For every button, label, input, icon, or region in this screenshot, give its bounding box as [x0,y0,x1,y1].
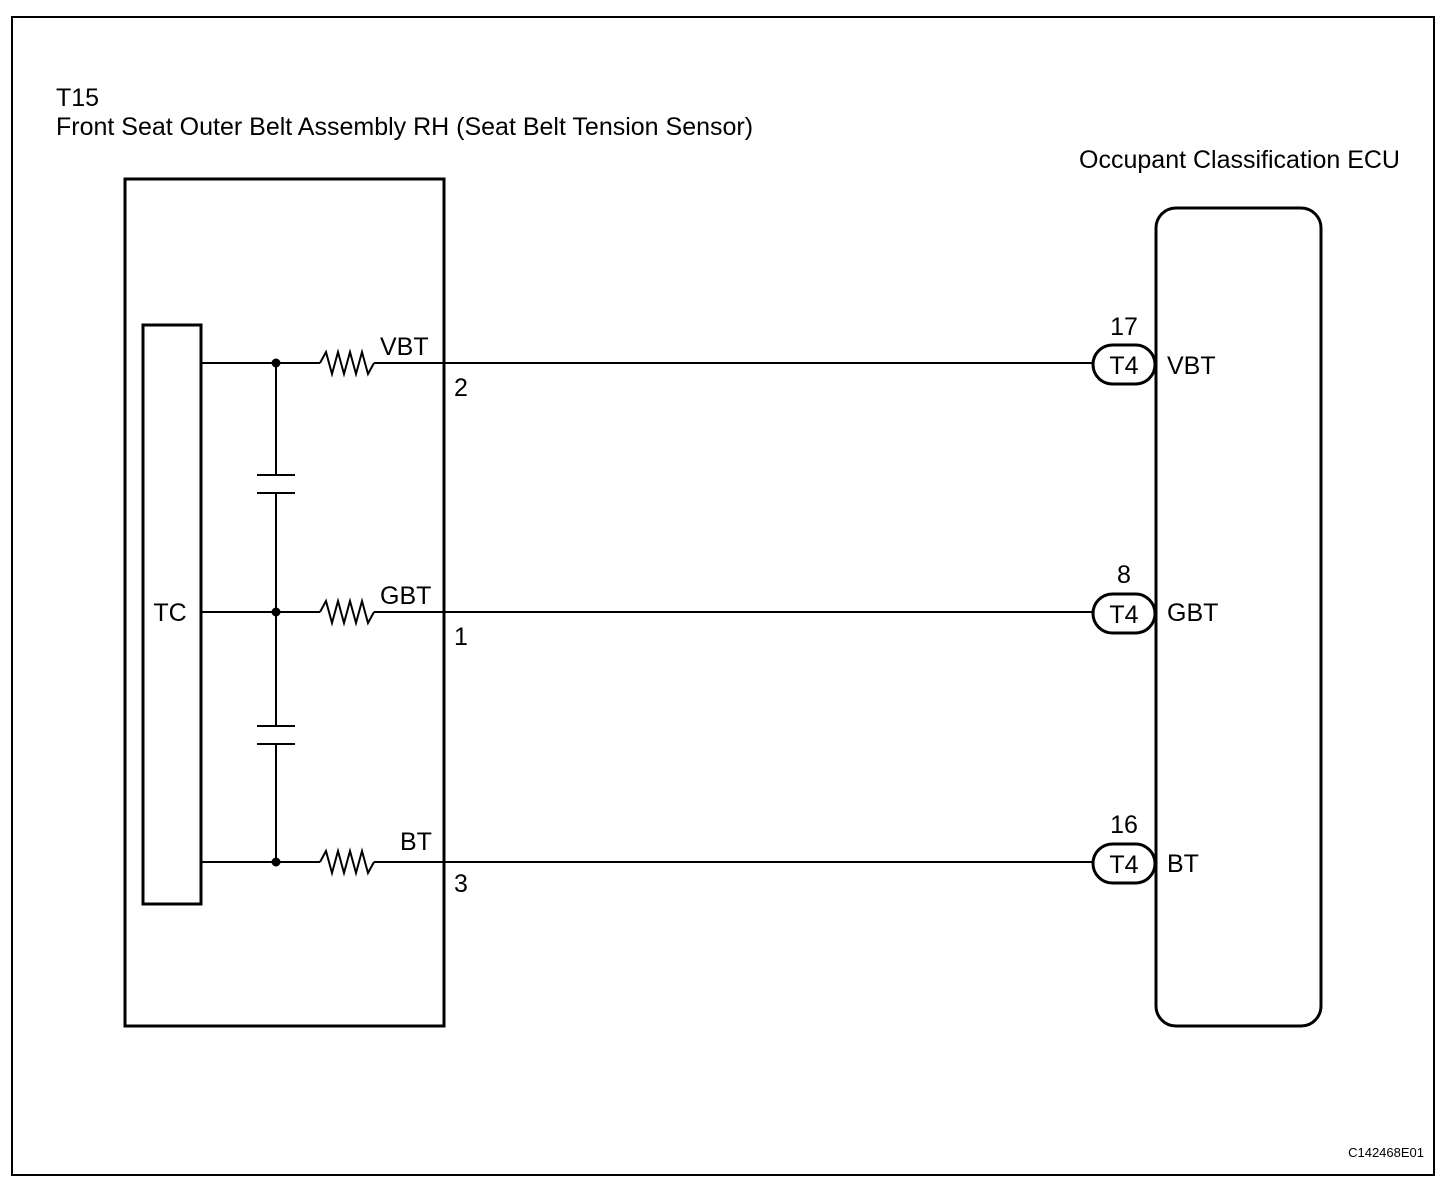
signal-label: BT [400,828,432,856]
ecu-signal-label: VBT [1167,352,1216,380]
circuit-vbt: VBT 2 T4 17 VBT [201,313,1216,402]
ecu-signal-label: BT [1167,850,1199,878]
ecu-connector-pill [1091,343,1157,386]
ecu-pin-number: 17 [1110,313,1138,341]
resistor [319,348,375,378]
sensor-pin-number: 1 [454,623,468,651]
circuit-gbt: GBT 1 T4 8 GBT [201,561,1218,651]
ecu-connector-pill [1091,842,1157,885]
ecu-pin-number: 16 [1110,811,1138,839]
sensor-box [123,177,446,1028]
signal-label: GBT [380,582,431,610]
ecu-connector-code: T4 [1109,352,1138,380]
signal-label: VBT [380,333,429,361]
resistor [319,847,375,877]
sensor-connector-code: T15 [56,84,99,112]
ecu-connector-code: T4 [1109,851,1138,879]
junction-dot [271,607,281,617]
ecu-name: Occupant Classification ECU [1079,146,1400,174]
ecu-connector-pill [1091,592,1157,635]
circuit-bt: BT 3 T4 16 BT [201,811,1199,898]
junction-dot [271,358,281,368]
diagram-frame [11,16,1435,1176]
sensor-name: Front Seat Outer Belt Assembly RH (Seat … [56,113,753,141]
resistor [319,597,375,627]
tc-block-label: TC [153,599,186,627]
ecu-signal-label: GBT [1167,599,1218,627]
figure-code: C142468E01 [1348,1145,1424,1160]
ecu-connector-code: T4 [1109,601,1138,629]
sensor-pin-number: 2 [454,374,468,402]
tc-block [141,323,203,906]
ecu-pin-number: 8 [1117,561,1131,589]
sensor-pin-number: 3 [454,870,468,898]
junction-dot [271,857,281,867]
